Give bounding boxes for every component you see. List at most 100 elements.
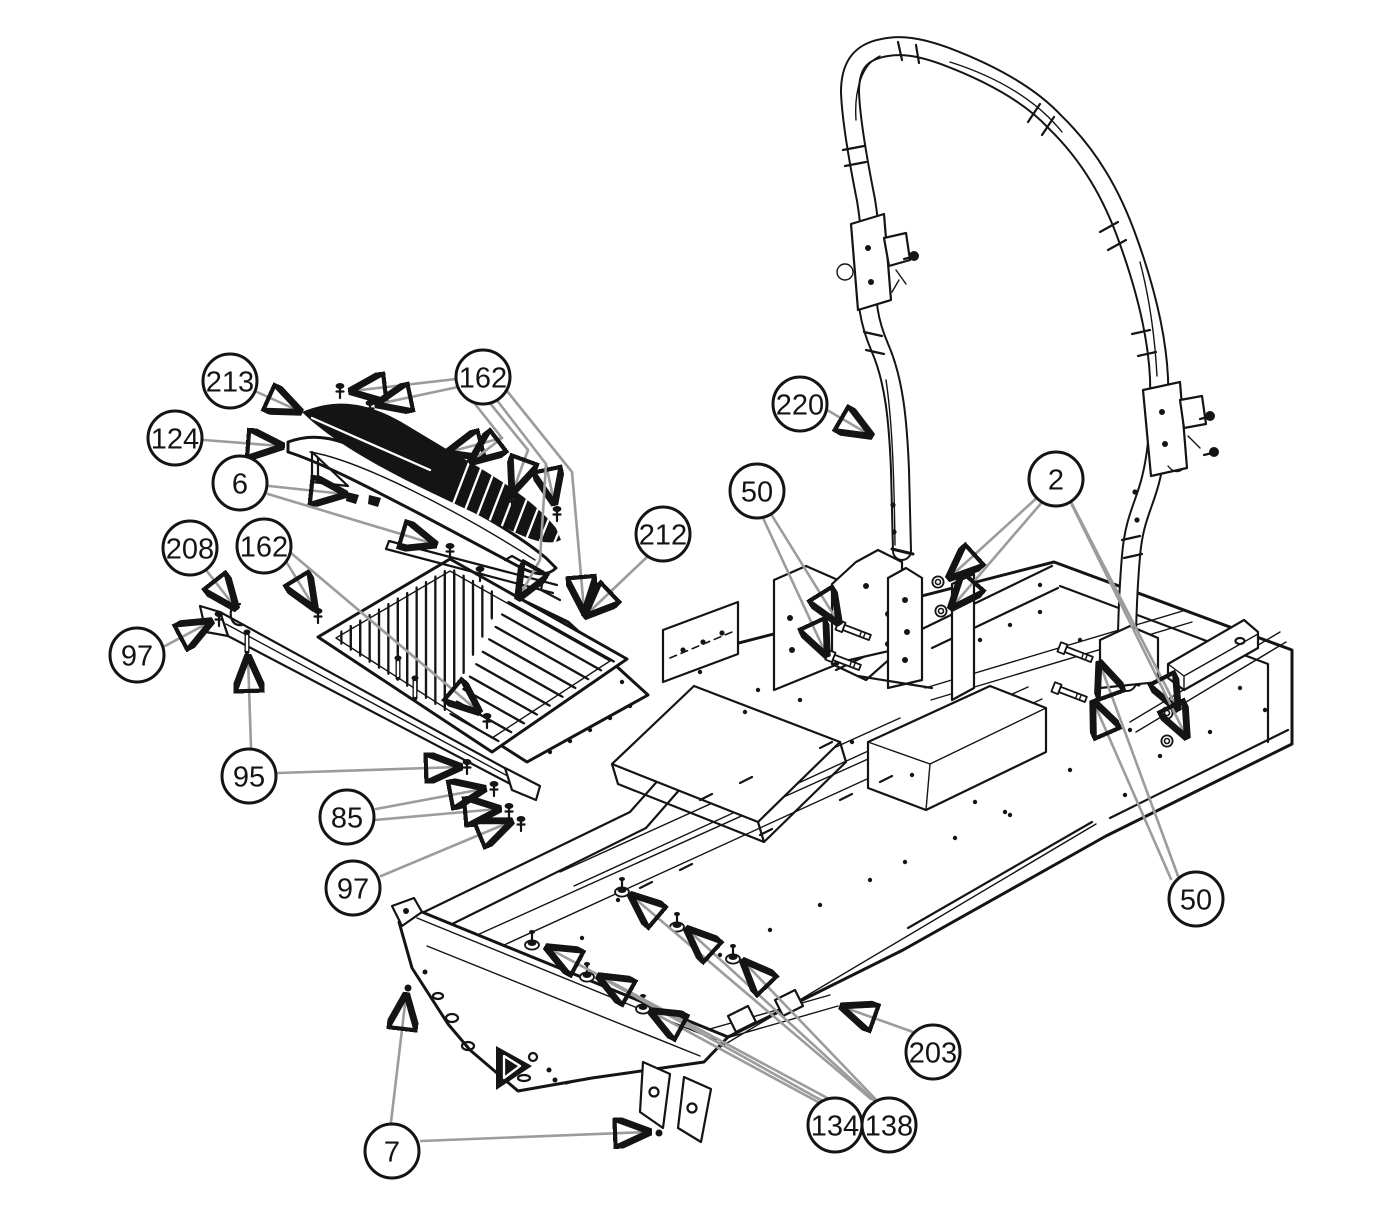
- leader-line-212: [586, 555, 649, 615]
- svg-text:97: 97: [121, 640, 153, 672]
- rops-clamp-right: [1141, 380, 1221, 478]
- svg-text:6: 6: [232, 468, 248, 500]
- svg-text:134: 134: [811, 1110, 859, 1142]
- front-bumper: [390, 896, 730, 1144]
- screw-85: [503, 801, 515, 820]
- leader-line-50: [761, 516, 826, 654]
- svg-text:97: 97: [337, 873, 369, 905]
- svg-text:220: 220: [776, 389, 824, 421]
- svg-text:7: 7: [384, 1136, 400, 1168]
- nut-2: [1160, 706, 1174, 720]
- frame-slots: [638, 740, 894, 890]
- floor-screw: [523, 928, 541, 951]
- svg-text:213: 213: [206, 366, 254, 398]
- fastener-6: [368, 495, 381, 507]
- floor-screw: [724, 942, 742, 965]
- callout-balloon-134-17: 134: [806, 1096, 864, 1154]
- callout-balloon-50-13: 50: [728, 462, 786, 520]
- leader-line-50: [1094, 703, 1173, 881]
- svg-text:124: 124: [151, 423, 199, 455]
- pan-corner-bracket: [503, 766, 542, 802]
- leader-line-220: [825, 410, 870, 435]
- callout-balloon-2-14: 2: [1027, 450, 1085, 508]
- bolt-50: [1050, 681, 1089, 706]
- callout-balloon-124-1: 124: [146, 409, 204, 467]
- leader-line-138: [688, 930, 879, 1105]
- hardware: [213, 381, 1174, 1137]
- rops-clamp-left: [836, 212, 921, 312]
- callout-balloon-95-6: 95: [220, 747, 278, 805]
- screw-95: [461, 757, 473, 776]
- leader-line-85: [373, 809, 498, 820]
- svg-text:50: 50: [741, 476, 773, 508]
- leader-line-213: [255, 392, 299, 411]
- callout-balloon-85-7: 85: [318, 788, 376, 846]
- mat-tread-hatch: [448, 458, 561, 543]
- leader-line-7: [419, 1132, 648, 1141]
- leader-line-50: [769, 512, 838, 622]
- screw-97: [515, 814, 527, 833]
- leader-line-97: [379, 822, 510, 878]
- callout-balloon-162-10: 162: [454, 348, 512, 406]
- foot-pan-slots: [340, 569, 493, 711]
- screw-162: [334, 381, 346, 400]
- leader-line-162: [287, 561, 314, 607]
- leader-line-134: [652, 1012, 833, 1111]
- leader-line-2: [950, 493, 1042, 577]
- callout-balloon-7-9: 7: [363, 1122, 421, 1180]
- bumper-tab: [676, 1075, 713, 1144]
- svg-text:2: 2: [1048, 464, 1064, 496]
- svg-text:138: 138: [865, 1110, 913, 1142]
- leader-line-162: [289, 551, 478, 711]
- svg-text:85: 85: [331, 802, 363, 834]
- floor-screw: [613, 875, 631, 898]
- bumper-tab: [638, 1060, 672, 1130]
- svg-text:162: 162: [240, 531, 288, 563]
- rivet-7: [655, 1129, 663, 1137]
- callout-balloon-208-3: 208: [161, 519, 219, 577]
- leader-line-162: [487, 400, 528, 491]
- leader-line-162: [378, 387, 460, 404]
- tube-segment-ticks: [841, 40, 1158, 560]
- svg-text:212: 212: [639, 519, 687, 551]
- mat-assembly: [286, 403, 562, 602]
- leader-lines: [163, 379, 1186, 1141]
- rubber-mat-213: [302, 403, 561, 543]
- svg-text:50: 50: [1180, 884, 1212, 916]
- leader-line-6: [266, 492, 434, 544]
- svg-text:203: 203: [909, 1037, 957, 1069]
- svg-text:95: 95: [233, 761, 265, 793]
- callout-balloon-97-8: 97: [324, 859, 382, 917]
- callout-balloon-162-4: 162: [235, 517, 293, 575]
- nut-2: [934, 604, 948, 618]
- callout-balloon-213-0: 213: [201, 352, 259, 410]
- callout-balloon-50-15: 50: [1167, 870, 1225, 928]
- leader-line-2: [1070, 503, 1186, 736]
- callout-balloon-203-16: 203: [904, 1023, 962, 1081]
- callout-balloon-97-5: 97: [108, 626, 166, 684]
- leader-line-124: [202, 440, 281, 446]
- leader-line-134: [600, 977, 830, 1106]
- leader-line-85: [374, 789, 483, 809]
- nut-2: [931, 575, 945, 589]
- leader-line-162: [472, 438, 502, 461]
- callout-balloon-6-2: 6: [211, 454, 269, 512]
- leader-line-203: [843, 1007, 915, 1032]
- rivet-7: [404, 984, 412, 992]
- floor-pan-assembly: [198, 539, 650, 802]
- leader-line-162: [352, 379, 458, 391]
- callout-balloon-138-18: 138: [860, 1096, 918, 1154]
- svg-text:162: 162: [459, 362, 507, 394]
- screw-85: [488, 779, 500, 798]
- leader-line-2: [952, 499, 1045, 607]
- nut-2: [1160, 734, 1174, 748]
- leader-line-95: [248, 658, 251, 749]
- leader-line-162: [519, 462, 546, 597]
- leader-line-138: [744, 962, 886, 1110]
- tank-tray: [866, 684, 1048, 812]
- callout-balloon-220-12: 220: [771, 375, 829, 433]
- leader-line-95: [276, 767, 459, 773]
